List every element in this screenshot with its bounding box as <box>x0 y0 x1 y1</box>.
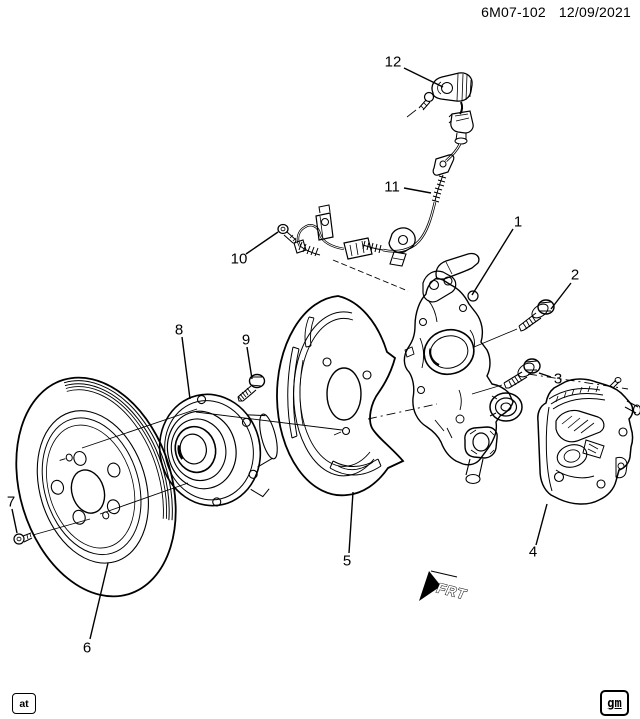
callout-2: 2 <box>570 266 580 284</box>
harness-bracket-assembly <box>293 204 416 267</box>
doc-code: 6M07-102 <box>481 4 546 20</box>
callout-4: 4 <box>528 543 538 561</box>
brake-rotor <box>15 376 177 598</box>
callout-5: 5 <box>342 552 352 570</box>
callout-7: 7 <box>6 493 16 511</box>
doc-date: 12/09/2021 <box>558 4 631 20</box>
callout-8: 8 <box>174 321 184 339</box>
callout-1: 1 <box>513 213 523 231</box>
sensor-bolt <box>406 91 435 118</box>
callout-3: 3 <box>553 370 563 388</box>
callout-11: 11 <box>384 178 400 196</box>
harness-screw <box>277 223 297 244</box>
caliper-bolt-upper <box>473 299 555 348</box>
steering-knuckle <box>403 252 523 485</box>
rotor-set-screw <box>13 518 91 545</box>
gm-logo-badge: gm <box>600 690 629 716</box>
assembly-centerline <box>195 259 629 431</box>
callout-10: 10 <box>230 250 248 268</box>
brake-caliper <box>537 377 640 505</box>
alignment-lines-hub-rotor <box>81 408 198 515</box>
caliper-bolt-lower <box>471 358 541 395</box>
hub-bolt <box>237 373 266 402</box>
frt-label: FRT <box>434 580 470 602</box>
splash-shield <box>276 295 405 497</box>
callout-12: 12 <box>384 53 402 71</box>
callout-leaders <box>11 67 572 640</box>
callout-9: 9 <box>241 331 251 349</box>
frt-arrow: FRT <box>419 570 470 603</box>
author-badge: at <box>12 693 36 714</box>
abs-wire-harness <box>362 143 462 254</box>
callout-6: 6 <box>82 639 92 657</box>
document-header: 6M07-102 12/09/2021 <box>472 4 631 20</box>
abs-sensor <box>406 72 474 145</box>
wheel-hub-bearing <box>158 393 278 507</box>
